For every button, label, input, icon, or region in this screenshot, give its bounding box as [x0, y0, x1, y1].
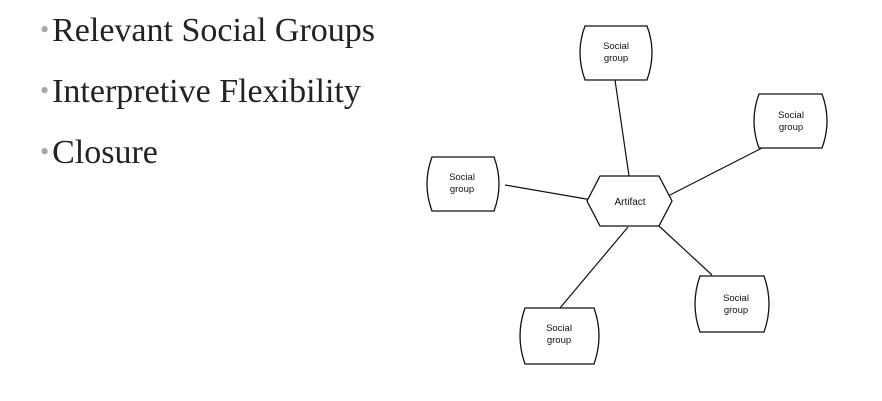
- connector-right: [667, 147, 763, 197]
- bullet-text: Closure: [52, 134, 158, 171]
- bullet-dot-icon: •: [40, 76, 50, 105]
- group-label-bottom-right-line2: group: [724, 305, 748, 316]
- bullet-text: Interpretive Flexibility: [52, 73, 361, 110]
- bullet-item-closure: • Closure: [40, 134, 375, 195]
- bullet-text: Relevant Social Groups: [52, 12, 376, 49]
- group-label-top-line1: Social: [603, 41, 629, 52]
- group-label-left-line2: group: [450, 184, 474, 195]
- group-label-right-line1: Social: [778, 110, 804, 121]
- bullet-dot-icon: •: [40, 15, 50, 44]
- group-label-top-line2: group: [604, 53, 628, 64]
- bullet-item-relevant-social-groups: • Relevant Social Groups: [40, 12, 375, 73]
- connector-bottom-right: [658, 225, 713, 276]
- artifact-node: [586, 175, 673, 227]
- social-group-node-left: [426, 156, 500, 212]
- social-group-node-bottom-left: [519, 307, 600, 365]
- connector-bottom-left: [559, 226, 629, 309]
- artifact-label: Artifact: [614, 197, 645, 208]
- social-group-node-right: [753, 93, 828, 149]
- group-label-bottom-left-line1: Social: [546, 323, 572, 334]
- connector-top: [614, 79, 630, 177]
- social-group-node-bottom-right: [694, 275, 770, 333]
- group-label-bottom-left-line2: group: [547, 335, 571, 346]
- bullet-dot-icon: •: [40, 137, 50, 166]
- bullet-list: • Relevant Social Groups • Interpretive …: [40, 12, 375, 195]
- connector-left: [504, 184, 593, 201]
- group-label-right-line2: group: [779, 122, 803, 133]
- social-group-node-top: [579, 25, 653, 81]
- bullet-item-interpretive-flexibility: • Interpretive Flexibility: [40, 73, 375, 134]
- group-label-bottom-right-line1: Social: [723, 293, 749, 304]
- group-label-left-line1: Social: [449, 172, 475, 183]
